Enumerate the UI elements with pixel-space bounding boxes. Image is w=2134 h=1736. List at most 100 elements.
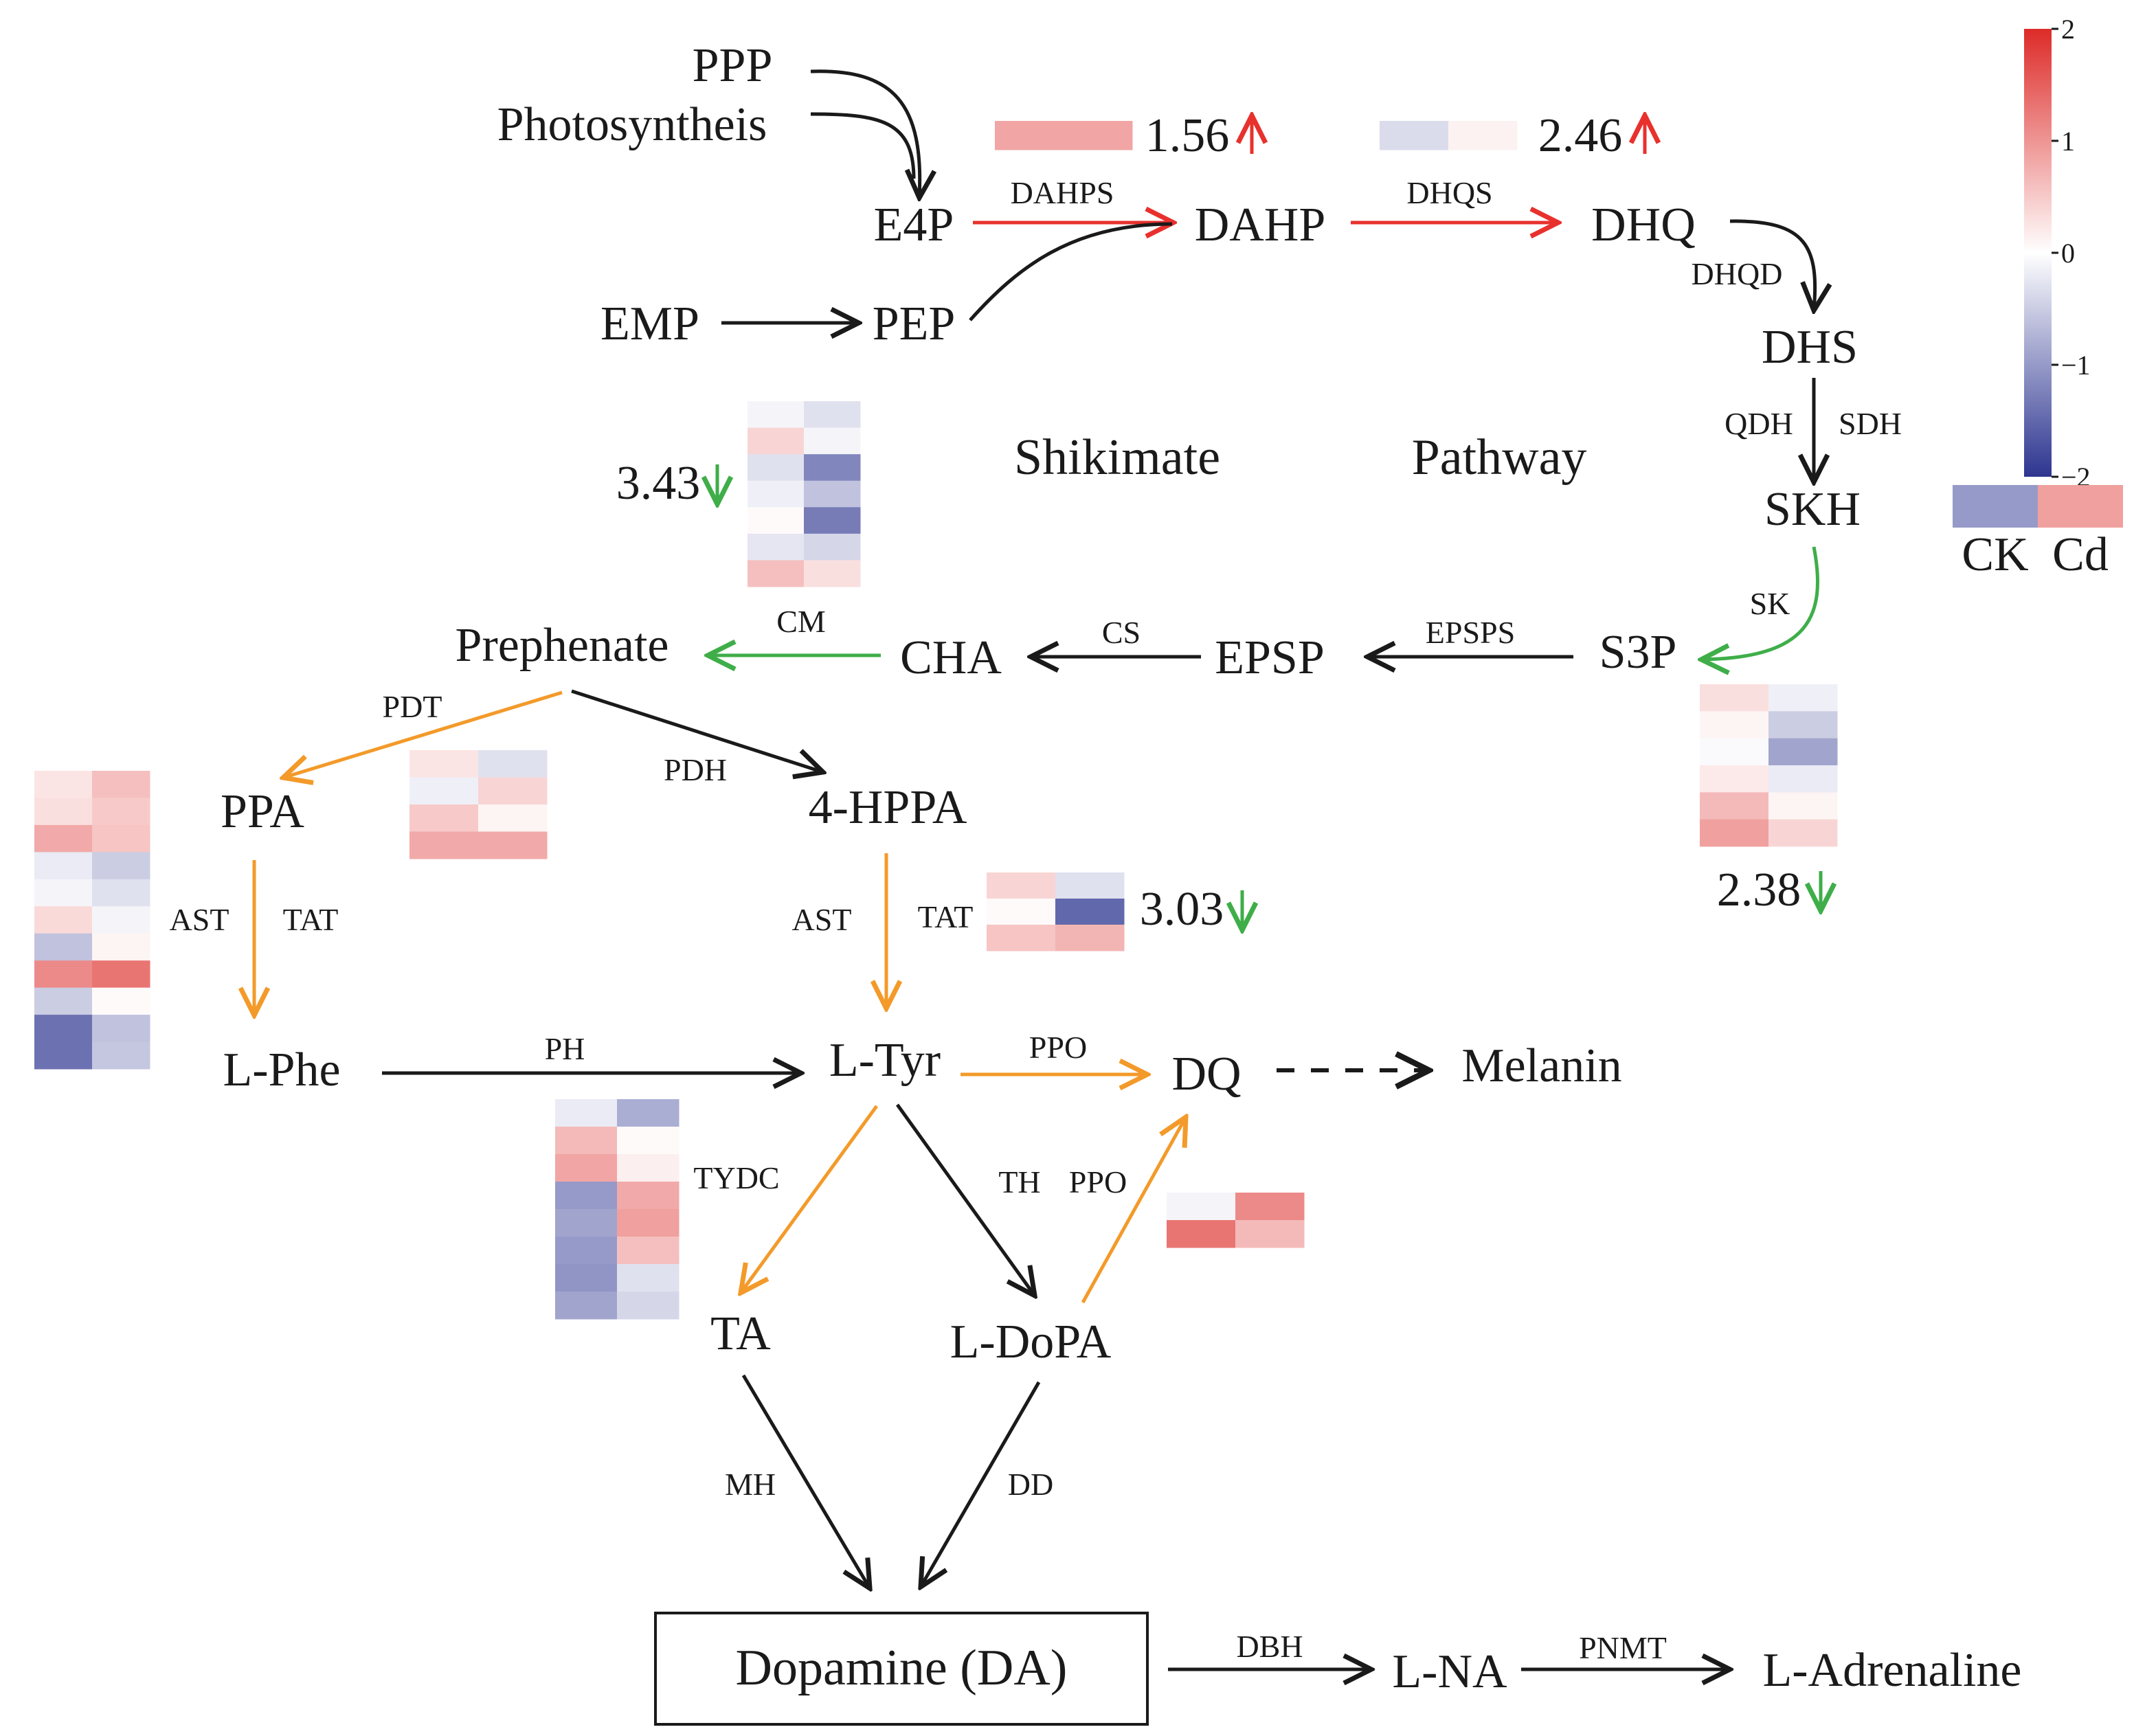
legend-tick-label: 1	[2061, 126, 2075, 157]
heatmap-cell	[1700, 711, 1769, 739]
heatmap-cell	[1235, 1193, 1305, 1221]
enzyme-tat-2: TAT	[918, 899, 974, 934]
heatmap-sk	[1700, 684, 1838, 847]
enzyme-tydc: TYDC	[693, 1160, 779, 1195]
heatmap-cell	[748, 454, 805, 482]
arrow-dhq-to-dhs	[1729, 219, 1815, 311]
heatmap-cell	[995, 121, 1064, 150]
heatmap-cell	[1700, 765, 1769, 793]
heatmap-cell	[92, 933, 150, 961]
heatmap-cell	[92, 1041, 150, 1070]
heatmap-cell	[1768, 792, 1838, 820]
enzyme-sk: SK	[1750, 586, 1790, 621]
enzyme-dbh: DBH	[1236, 1629, 1303, 1664]
heatmap-ppa	[34, 771, 150, 1070]
heatmap-cell	[409, 777, 479, 805]
metabolite-l-tyr: L-Tyr	[829, 1034, 941, 1087]
heatmap-cell	[1167, 1220, 1236, 1248]
heatmap-cell	[1768, 765, 1838, 793]
enzyme-pnmt: PNMT	[1579, 1630, 1667, 1665]
heatmap-cell	[617, 1237, 679, 1265]
metabolite-l-na: L-NA	[1392, 1645, 1507, 1698]
heatmap-cm	[748, 401, 861, 587]
metabolite-emp: EMP	[600, 297, 699, 350]
enzyme-dahps: DAHPS	[1011, 175, 1114, 210]
legend-tick-label: 0	[2061, 238, 2075, 269]
enzyme-tat-1: TAT	[283, 902, 339, 937]
fold-change-dahps: 1.56	[1145, 109, 1230, 162]
metabolite-ppp: PPP	[693, 39, 773, 92]
heatmap-cell	[34, 933, 93, 961]
heatmap-cell	[92, 960, 150, 989]
metabolite-dhq: DHQ	[1591, 199, 1696, 251]
label-shikimate: Shikimate	[1014, 429, 1220, 486]
enzyme-cs: CS	[1102, 615, 1141, 650]
arrow-pep-to-dahp	[969, 222, 1173, 322]
legend-ticks: 210−1−2	[2052, 14, 2091, 493]
enzyme-mh: MH	[725, 1467, 776, 1502]
dopamine-box	[654, 1612, 1149, 1726]
heatmap-cell	[1064, 121, 1133, 150]
metabolite-prephenate: Prephenate	[456, 619, 669, 672]
metabolite-ppa: PPA	[221, 785, 304, 838]
metabolite-photosynthesis: Photosyntheis	[497, 98, 767, 151]
enzyme-th: TH	[998, 1164, 1040, 1199]
heatmap-cell	[92, 852, 150, 880]
heatmap-cell	[987, 872, 1056, 899]
heatmap-ppo	[1167, 1193, 1305, 1248]
heatmap-cell	[1768, 684, 1838, 712]
color-legend: 210−1−2 CK Cd	[1953, 14, 2123, 581]
arrow-ta-to-dopamine	[741, 1374, 870, 1588]
metabolite-skh: SKH	[1764, 483, 1861, 536]
heatmap-cell	[617, 1182, 679, 1210]
enzyme-pdt: PDT	[383, 689, 442, 724]
metabolite-cha: CHA	[900, 631, 1002, 684]
heatmap-cell	[748, 401, 805, 429]
heatmap-cell	[617, 1209, 679, 1237]
arrow-ldopa-to-dopamine	[921, 1381, 1041, 1587]
enzyme-ast-2: AST	[792, 902, 852, 937]
heatmap-cell	[92, 1015, 150, 1043]
heatmap-cell	[748, 480, 805, 508]
heatmap-cell	[478, 831, 548, 859]
arrow-ppp-to-e4p	[810, 69, 920, 198]
heatmap-cell	[34, 771, 93, 798]
enzyme-dhqs: DHQS	[1406, 175, 1492, 210]
heatmap-cell	[748, 560, 805, 587]
heatmap-cell	[34, 987, 93, 1015]
heatmap-cell	[34, 1041, 93, 1070]
metabolite-pep: PEP	[873, 297, 956, 350]
heatmap-cell	[34, 824, 93, 853]
heatmap-cell	[409, 804, 479, 832]
fold-change-cm: 3.43	[616, 457, 701, 510]
heatmap-cell	[34, 906, 93, 934]
enzyme-epsps: EPSPS	[1426, 615, 1515, 650]
heatmap-cell	[478, 750, 548, 778]
arrow-skh-to-s3p	[1701, 546, 1819, 660]
metabolite-ta: TA	[710, 1307, 771, 1360]
fold-change-sk: 2.38	[1717, 864, 1801, 916]
metabolite-dahp: DAHP	[1195, 199, 1326, 251]
enzyme-dhqd: DHQD	[1692, 256, 1783, 291]
heatmap-cell	[1167, 1193, 1236, 1221]
legend-ck-swatch	[1953, 485, 2038, 528]
heatmap-cell	[1768, 738, 1838, 766]
heatmap-cell	[555, 1127, 618, 1155]
heatmap-cell	[804, 560, 861, 587]
heatmap-cell	[555, 1292, 618, 1320]
enzyme-ast-1: AST	[170, 902, 229, 937]
heatmap-cell	[92, 987, 150, 1015]
metabolite-l-phe: L-Phe	[223, 1044, 340, 1096]
heatmap-cell	[1235, 1220, 1305, 1248]
enzyme-ppo-1: PPO	[1029, 1030, 1087, 1065]
heatmap-cell	[555, 1237, 618, 1265]
heatmap-cell	[617, 1099, 679, 1127]
heatmap-cell	[1700, 684, 1769, 712]
enzyme-dd: DD	[1008, 1467, 1053, 1502]
arrow-ltyr-to-ta	[741, 1105, 879, 1293]
metabolite-l-dopa: L-DoPA	[950, 1316, 1112, 1368]
arrow-prephenate-to-hppa	[571, 689, 823, 772]
heatmap-cell	[34, 960, 93, 989]
heatmap-cell	[617, 1292, 679, 1320]
heatmap-tydc	[555, 1099, 679, 1320]
